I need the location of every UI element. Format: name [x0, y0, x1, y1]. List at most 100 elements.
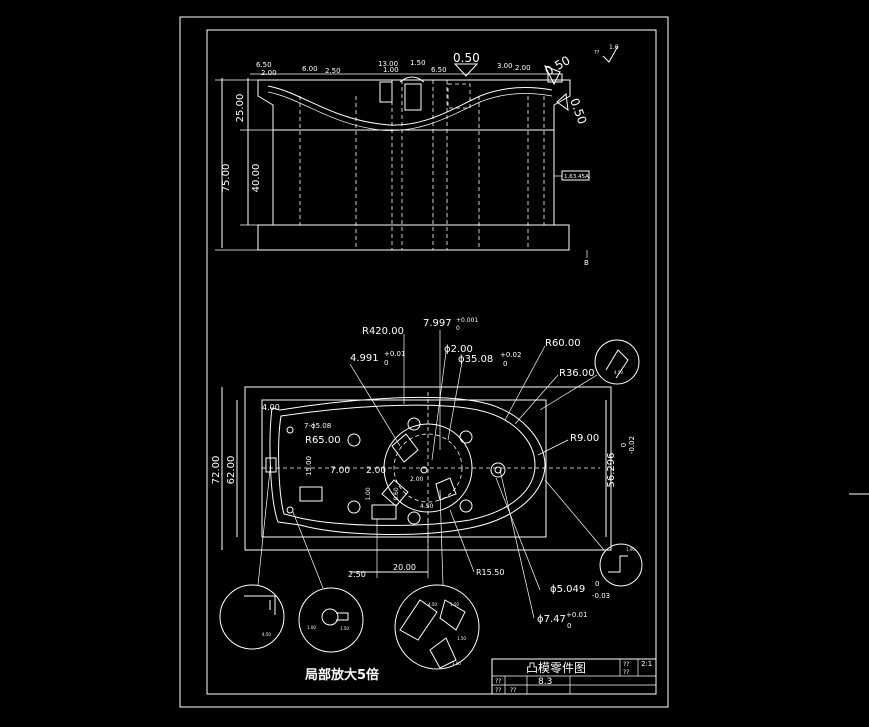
- dim-72: 72.00: [211, 456, 222, 485]
- title-marker-a: ??: [623, 661, 629, 668]
- label-2a: 2.00: [366, 466, 386, 476]
- detail-shape: [336, 612, 349, 621]
- leader-r60: [504, 345, 546, 421]
- roughness-value: 1.6: [609, 44, 619, 51]
- detail-label: 4.50: [428, 602, 437, 607]
- top-feature-arc: [399, 76, 425, 83]
- detail-shape: [608, 555, 628, 573]
- label-7997-lo: 0: [456, 325, 460, 332]
- leader-r1550: [449, 509, 475, 573]
- label-phi747-up: +0.01: [566, 611, 587, 619]
- hole-main-inner: [494, 466, 502, 474]
- tolerance-c-symbol: [556, 92, 569, 112]
- leader-r9: [537, 439, 569, 456]
- label-phi5049-up: 0: [595, 580, 599, 588]
- hole-main: [490, 462, 506, 478]
- plan-view: 72.00 62.00 56.296 0 -0.02 R420.00 7.997…: [211, 317, 636, 630]
- label-96: 9.60: [393, 487, 400, 501]
- dim-height-top: 25.00: [235, 94, 246, 123]
- top-dim-3: 6.00: [302, 65, 318, 73]
- detail-circle-top-right: [594, 339, 640, 385]
- top-dim-10: 2.00: [515, 64, 531, 72]
- punch-head: [257, 79, 571, 131]
- detail-shape: [429, 637, 457, 669]
- dim-56-lo: -0.02: [628, 436, 636, 454]
- roughness-symbol: [602, 45, 619, 63]
- hole: [347, 433, 361, 447]
- label-phi747-lo: 0: [567, 622, 571, 630]
- tolerance-b-symbol: [543, 65, 561, 86]
- detail-leader: [439, 489, 444, 586]
- detail-label: 4.50: [262, 632, 271, 637]
- detail-circle-center: [394, 584, 480, 670]
- detail-leader: [544, 479, 605, 551]
- hole: [459, 430, 473, 444]
- leaf-feature: [381, 479, 409, 507]
- leader-r36: [514, 374, 559, 425]
- tolerance-a: 0.50: [453, 51, 480, 65]
- pin-hole: [286, 426, 294, 434]
- rect-feature: [371, 504, 397, 520]
- base-plate: [257, 224, 570, 251]
- top-dim-5: 13.00: [378, 60, 398, 68]
- punch-outline-inner: [278, 404, 536, 526]
- detail-label: 1.00: [307, 625, 316, 630]
- leaf-feature: [435, 477, 457, 501]
- leader-phi35: [447, 361, 463, 441]
- side-view: 75.00 25.00 40.00 6.50 2.00 6.00 2.50 13…: [215, 51, 590, 267]
- leader-phi2: [431, 351, 447, 461]
- detail-leader: [539, 374, 598, 411]
- hole: [347, 500, 361, 514]
- leader-phi747: [499, 469, 535, 619]
- top-dim-8: 6.50: [431, 66, 447, 74]
- enlarge-note: 局部放大5倍: [305, 667, 379, 683]
- tolerance-b: 0.50: [543, 53, 573, 78]
- title-code: 8.3: [538, 677, 552, 687]
- detail-shape: [399, 599, 438, 641]
- top-dim-1: 6.50: [256, 61, 272, 69]
- detail-circle-bl1: [219, 584, 285, 650]
- detail-shape: [439, 599, 466, 631]
- title-block: 凸模零件图 ?? 2:1 ?? ?? 8.3 ?? ??: [491, 658, 657, 695]
- label-450: 4.50: [420, 503, 434, 510]
- top-dim-6: 1.00: [383, 66, 399, 74]
- punch-profile-curve-inner: [267, 91, 553, 131]
- label-7: 7.00: [330, 466, 350, 476]
- title-marker-c: ??: [495, 678, 501, 685]
- label-1: 1.00: [365, 487, 372, 501]
- detail-shape-hole: [321, 608, 339, 626]
- roughness-marker: ??: [594, 50, 600, 56]
- title-block-frame: [491, 658, 657, 695]
- label-7997: 7.997: [423, 318, 452, 329]
- detail-label: 1.50: [450, 602, 459, 607]
- leader-4991: [349, 363, 401, 447]
- label-r1550: R15.50: [476, 568, 504, 577]
- label-r60: R60.00: [545, 338, 581, 349]
- detail-leader: [257, 469, 271, 586]
- hole: [407, 417, 421, 431]
- top-dim-4: 2.50: [325, 67, 341, 75]
- dim-62: 62.00: [226, 456, 237, 485]
- label-r36: R36.00: [559, 368, 595, 379]
- dim-height-total: 75.00: [221, 164, 232, 193]
- title-scale: 2:1: [641, 660, 652, 668]
- hole: [459, 499, 473, 513]
- label-r420: R420.00: [362, 326, 404, 337]
- dim-56-up: 0: [620, 443, 628, 447]
- sheet-outer-border: [179, 16, 669, 708]
- center-mark: [420, 466, 428, 474]
- label-15: 15.00: [305, 456, 313, 476]
- label-250: 2.50: [348, 570, 366, 579]
- sheet-inner-border: [206, 29, 657, 695]
- top-feature: [379, 81, 393, 103]
- rect-feature: [299, 486, 323, 502]
- detail-shape: [605, 349, 629, 379]
- top-dim-2: 2.00: [261, 69, 277, 77]
- label-7997-up: +0.001: [456, 317, 478, 324]
- title-marker-d: ??: [495, 687, 501, 694]
- detail-label: 1.00: [452, 661, 461, 666]
- detail-shape: [244, 595, 276, 615]
- detail-label: 1.50: [457, 636, 466, 641]
- label-4991: 4.991: [350, 353, 379, 364]
